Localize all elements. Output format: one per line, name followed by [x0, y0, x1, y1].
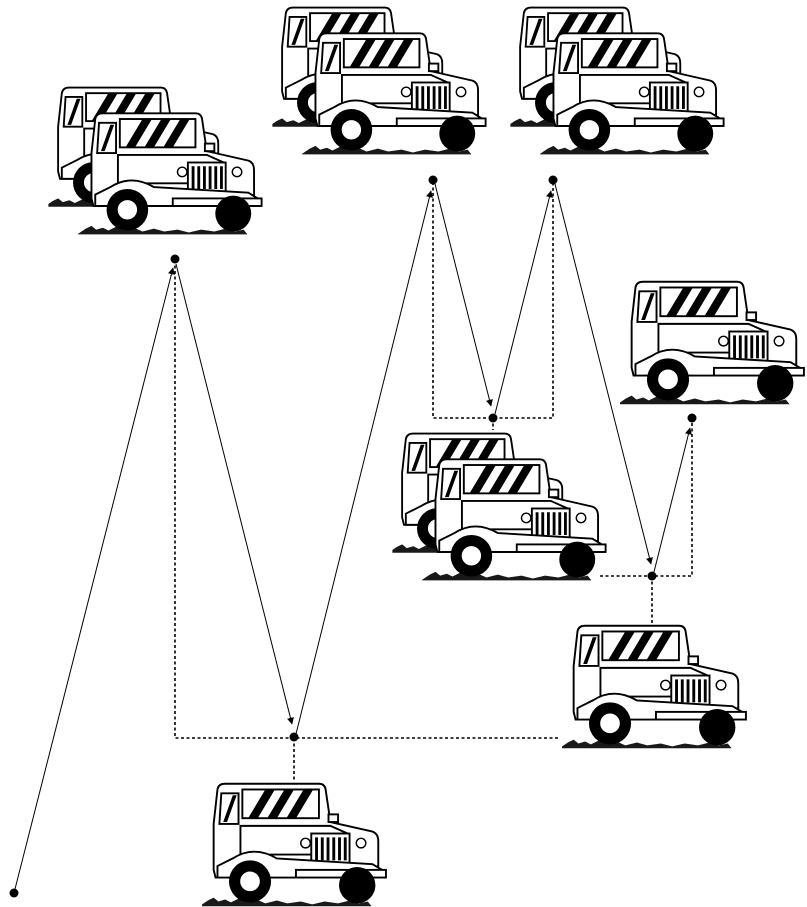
jeep-icon: [562, 624, 747, 750]
jeep-icon: [202, 782, 387, 907]
nodes: [9, 175, 697, 898]
jeep-icon: [620, 280, 805, 406]
jeep-icon: [506, 8, 723, 155]
jeep-icon: [388, 434, 605, 581]
trajectory-arrows: [13, 183, 692, 894]
jeep-icon: [44, 88, 261, 235]
jeep-icon: [268, 8, 485, 155]
